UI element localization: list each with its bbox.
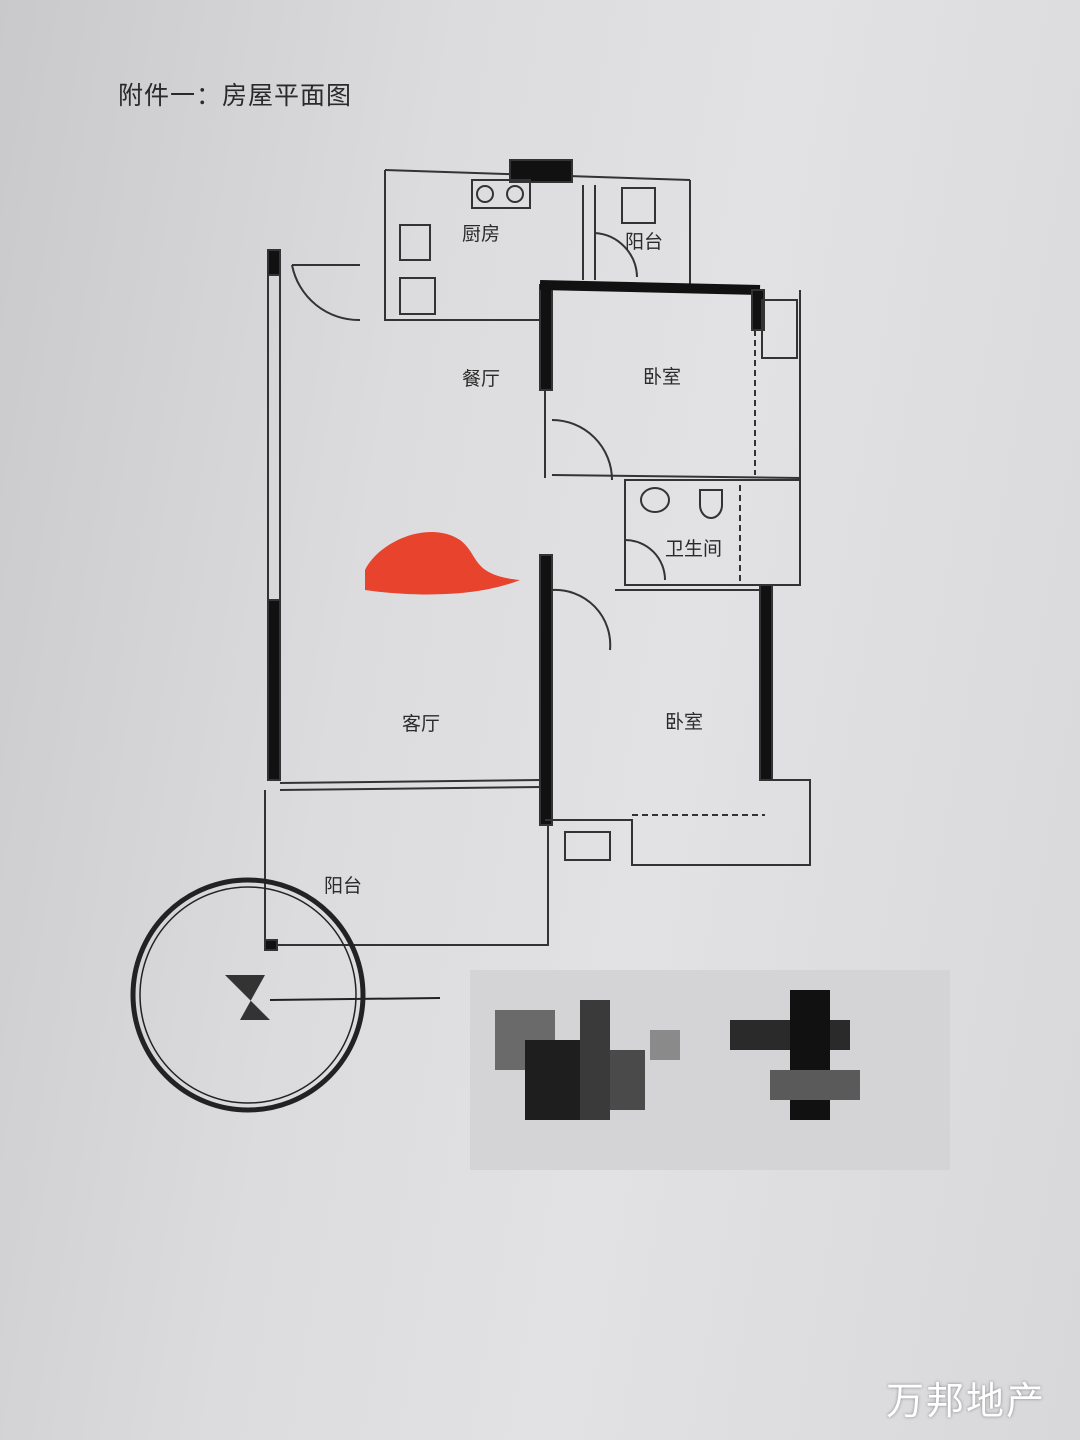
entry-door [291,264,361,322]
door-swing [594,232,638,278]
sink-icon [399,224,431,261]
kitchen-wall [384,170,540,321]
door-swing [551,419,613,481]
pixelated-redaction [470,940,950,1170]
toilet-icon [699,489,723,519]
room-label-living: 客厅 [402,713,440,735]
room-label-bathroom: 卫生间 [665,538,722,560]
washer-icon [621,187,656,224]
watermark: 万邦地产 [885,1379,1046,1423]
door-swing [624,539,666,581]
red-redaction-mark [365,531,520,595]
room-label-balcony-top: 阳台 [625,231,663,253]
chimney [509,159,573,183]
door-swing [551,588,612,651]
ac-unit-icon [761,299,798,359]
room-label-balcony-bottom: 阳台 [324,875,362,897]
document-title: 附件一：房屋平面图 [118,81,353,110]
ac-unit-icon [564,831,611,861]
washbasin-icon [640,487,670,513]
company-seal-stamp [130,877,441,1113]
room-label-bedroom-2: 卧室 [665,711,703,733]
room-label-kitchen: 厨房 [462,223,500,245]
stove-icon [471,179,531,209]
room-label-dining: 餐厅 [462,368,500,390]
room-label-bedroom-1: 卧室 [643,366,681,388]
